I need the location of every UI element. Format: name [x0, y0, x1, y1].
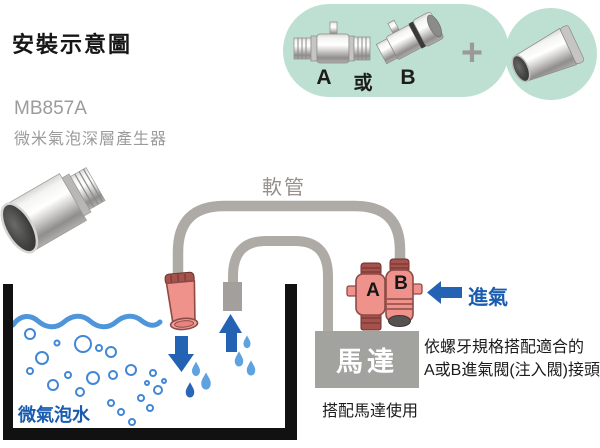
- water-droplets: [185, 335, 256, 398]
- motor-label: 馬達: [336, 347, 398, 377]
- valve-a-label: A: [366, 280, 380, 301]
- kit-valve-b-photo: [375, 11, 444, 65]
- product-photo: [0, 167, 106, 254]
- hose-inner: [228, 236, 333, 333]
- valve-a: [346, 262, 386, 331]
- kit-connector-photo: [511, 25, 585, 83]
- kit-panel: [283, 4, 597, 100]
- kit-option-a-label: A: [316, 66, 332, 89]
- note-line-1: 依螺牙規格搭配適合的: [424, 339, 585, 356]
- spray-nozzle: [164, 271, 199, 331]
- plus-icon: +: [460, 32, 484, 74]
- motor-box: [315, 331, 419, 388]
- product-name: 微米氣泡深層產生器: [14, 131, 168, 148]
- valve-b-label: B: [394, 273, 408, 294]
- air-intake-label: 進氣: [468, 287, 508, 309]
- hose-outer: [172, 200, 406, 278]
- valve-b: [385, 258, 423, 327]
- air-intake-arrow-icon: [427, 281, 462, 304]
- suction-coupler: [223, 282, 242, 311]
- spray-down-arrow-icon: [168, 336, 194, 372]
- suction-up-arrow-icon: [219, 314, 242, 352]
- page-title: 安裝示意圖: [12, 32, 133, 57]
- kit-valve-a-photo: [293, 21, 371, 64]
- kit-option-b-label: B: [400, 66, 416, 89]
- hose-label: 軟管: [262, 177, 306, 199]
- bubbles: [24, 328, 167, 426]
- note-line-2: A或B進氣閥(注入閥)接頭: [424, 362, 600, 379]
- bubble-water-label: 微氣泡水: [18, 405, 90, 425]
- kit-or-label: 或: [353, 73, 373, 94]
- water-tank: [3, 284, 297, 440]
- motor-caption: 搭配馬達使用: [322, 403, 419, 420]
- product-model: MB857A: [14, 98, 87, 119]
- water-wave: [10, 313, 163, 330]
